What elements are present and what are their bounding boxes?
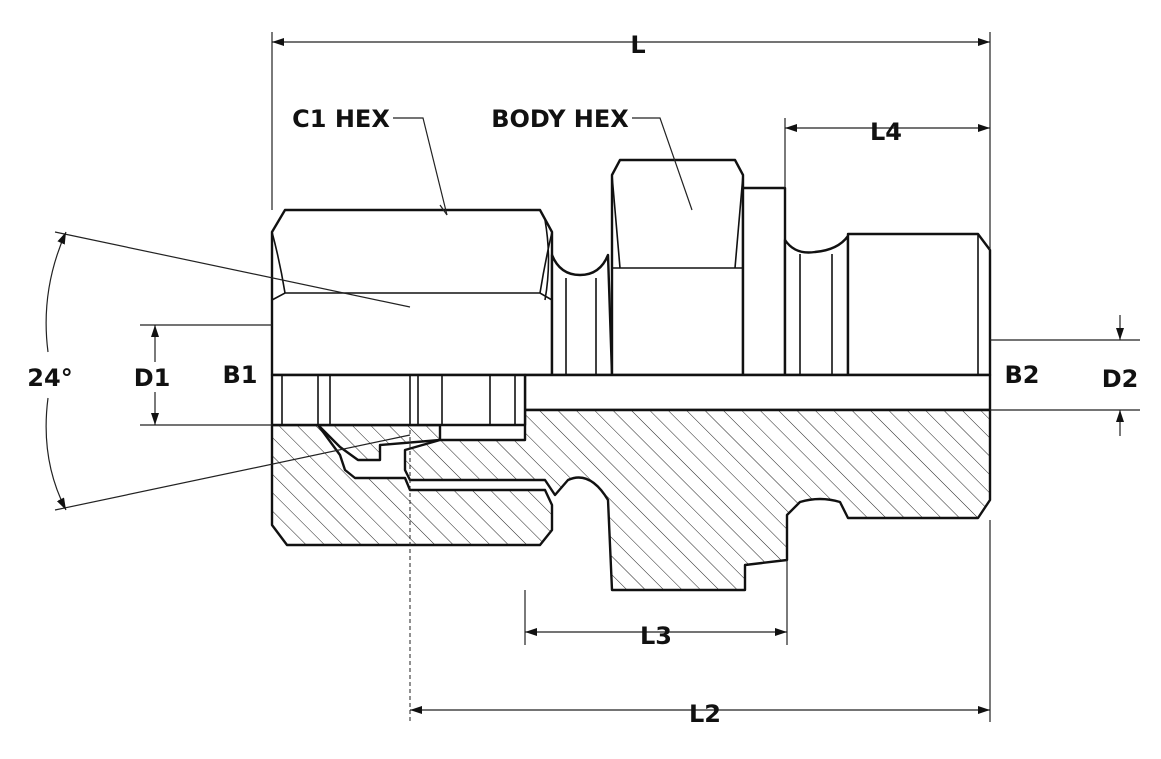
label-d1: D1 bbox=[134, 364, 171, 392]
dimension-lines bbox=[45, 32, 1140, 722]
nut-bore bbox=[270, 373, 527, 427]
bore-band bbox=[523, 373, 992, 412]
cone-line-upper bbox=[54, 231, 411, 308]
labels: L L4 L3 L2 C1 HEX BODY HEX D1 D2 B1 B2 2… bbox=[27, 31, 1138, 728]
undercut bbox=[783, 234, 850, 377]
cone-line-lower bbox=[54, 434, 411, 511]
c1-nut-chamfer-right bbox=[539, 231, 553, 294]
body-hex-chamfer-left bbox=[611, 174, 621, 269]
label-cone-angle: 24° bbox=[27, 364, 72, 392]
c1-nut-arc-top bbox=[544, 219, 550, 301]
angle-arc-lower bbox=[45, 397, 67, 511]
label-l: L bbox=[630, 31, 645, 59]
label-b2: B2 bbox=[1005, 361, 1040, 389]
label-body-hex: BODY HEX bbox=[491, 105, 629, 133]
label-l2: L2 bbox=[689, 700, 721, 728]
label-l3: L3 bbox=[640, 622, 672, 650]
label-c1-hex: C1 HEX bbox=[292, 105, 390, 133]
thread-stud bbox=[846, 232, 992, 377]
body-hex-chamfer-right bbox=[734, 174, 744, 269]
neck-groove bbox=[550, 253, 614, 377]
lower-half-section bbox=[270, 373, 992, 592]
c1-nut-chamfer-left bbox=[271, 231, 286, 294]
nut-section bbox=[270, 423, 554, 547]
angle-arc-upper bbox=[45, 231, 67, 353]
label-d2: D2 bbox=[1102, 365, 1139, 393]
label-b1: B1 bbox=[223, 361, 258, 389]
c1-hex-leader-tip bbox=[439, 204, 448, 216]
c1-hex-leader bbox=[393, 117, 448, 216]
body-hex-leader bbox=[632, 117, 693, 211]
upper-half-view bbox=[270, 158, 992, 377]
collar bbox=[741, 186, 787, 377]
label-l4: L4 bbox=[870, 118, 902, 146]
body-section bbox=[403, 408, 992, 592]
